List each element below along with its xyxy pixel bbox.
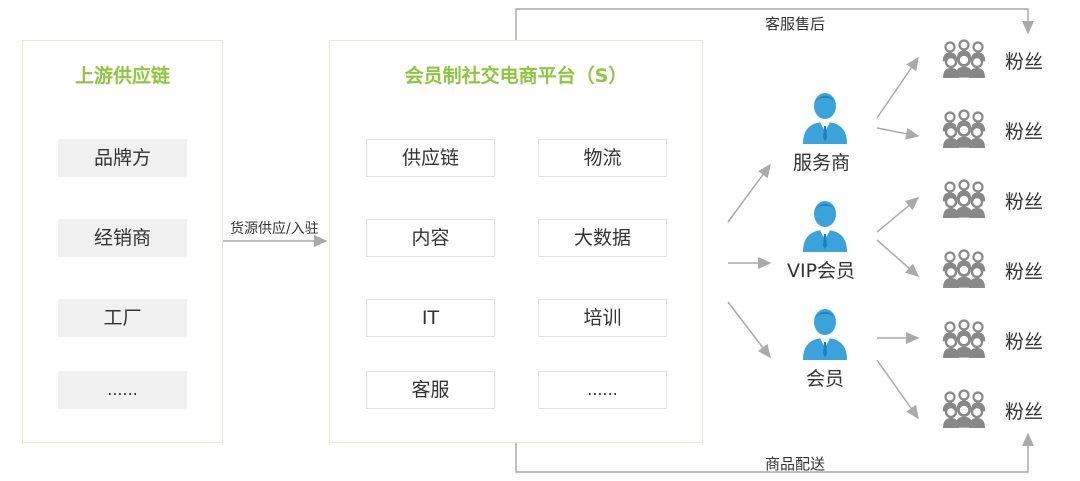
fan-group-icon — [938, 318, 990, 366]
upstream-item-more: ...... — [58, 371, 187, 409]
fans-label: 粉丝 — [1005, 401, 1044, 423]
fans-label: 粉丝 — [1005, 261, 1044, 283]
member-person-icon — [803, 309, 847, 360]
fan-group-icon — [938, 108, 990, 156]
member-label: 会员 — [806, 368, 845, 390]
vip-member-label: VIP会员 — [787, 260, 856, 282]
fans-label: 粉丝 — [1005, 331, 1044, 353]
upstream-title: 上游供应链 — [74, 65, 170, 87]
service-provider-person-icon — [803, 93, 847, 144]
platform-item-content: 内容 — [366, 219, 495, 257]
fans-label: 粉丝 — [1005, 121, 1044, 143]
fan-group-icon — [938, 388, 990, 436]
delivery-arrow — [515, 432, 1034, 473]
supply-label: 货源供应/入驻 — [230, 221, 319, 237]
fan-group-icon — [938, 178, 990, 226]
vip-member-person-icon — [803, 201, 847, 252]
upstream-item-factory: 工厂 — [58, 299, 187, 337]
upstream-item-distributor: 经销商 — [58, 219, 187, 257]
platform-title: 会员制社交电商平台（S） — [404, 65, 628, 87]
fan-group-icon — [938, 38, 990, 86]
platform-item-more: ...... — [538, 371, 667, 409]
platform-item-supply-chain: 供应链 — [366, 139, 495, 177]
service-provider-label: 服务商 — [793, 152, 851, 174]
after-sales-label: 客服售后 — [765, 15, 826, 33]
platform-item-it: IT — [366, 299, 495, 337]
upstream-item-brand: 品牌方 — [58, 139, 187, 177]
platform-item-training: 培训 — [538, 299, 667, 337]
platform-item-logistics: 物流 — [538, 139, 667, 177]
arrow-to-service — [727, 163, 771, 223]
platform-item-customer-service: 客服 — [366, 371, 495, 409]
delivery-label: 商品配送 — [765, 455, 826, 473]
fans-label: 粉丝 — [1005, 51, 1044, 73]
platform-item-big-data: 大数据 — [538, 219, 667, 257]
upstream-panel: 上游供应链 品牌方 经销商 工厂 ...... — [22, 40, 223, 443]
platform-panel: 会员制社交电商平台（S） 供应链 物流 内容 大数据 IT 培训 客服 ....… — [329, 40, 703, 443]
arrow-to-member — [727, 301, 771, 359]
fan-group-icon — [938, 248, 990, 296]
after-sales-arrow — [515, 8, 1034, 40]
fans-label: 粉丝 — [1005, 191, 1044, 213]
